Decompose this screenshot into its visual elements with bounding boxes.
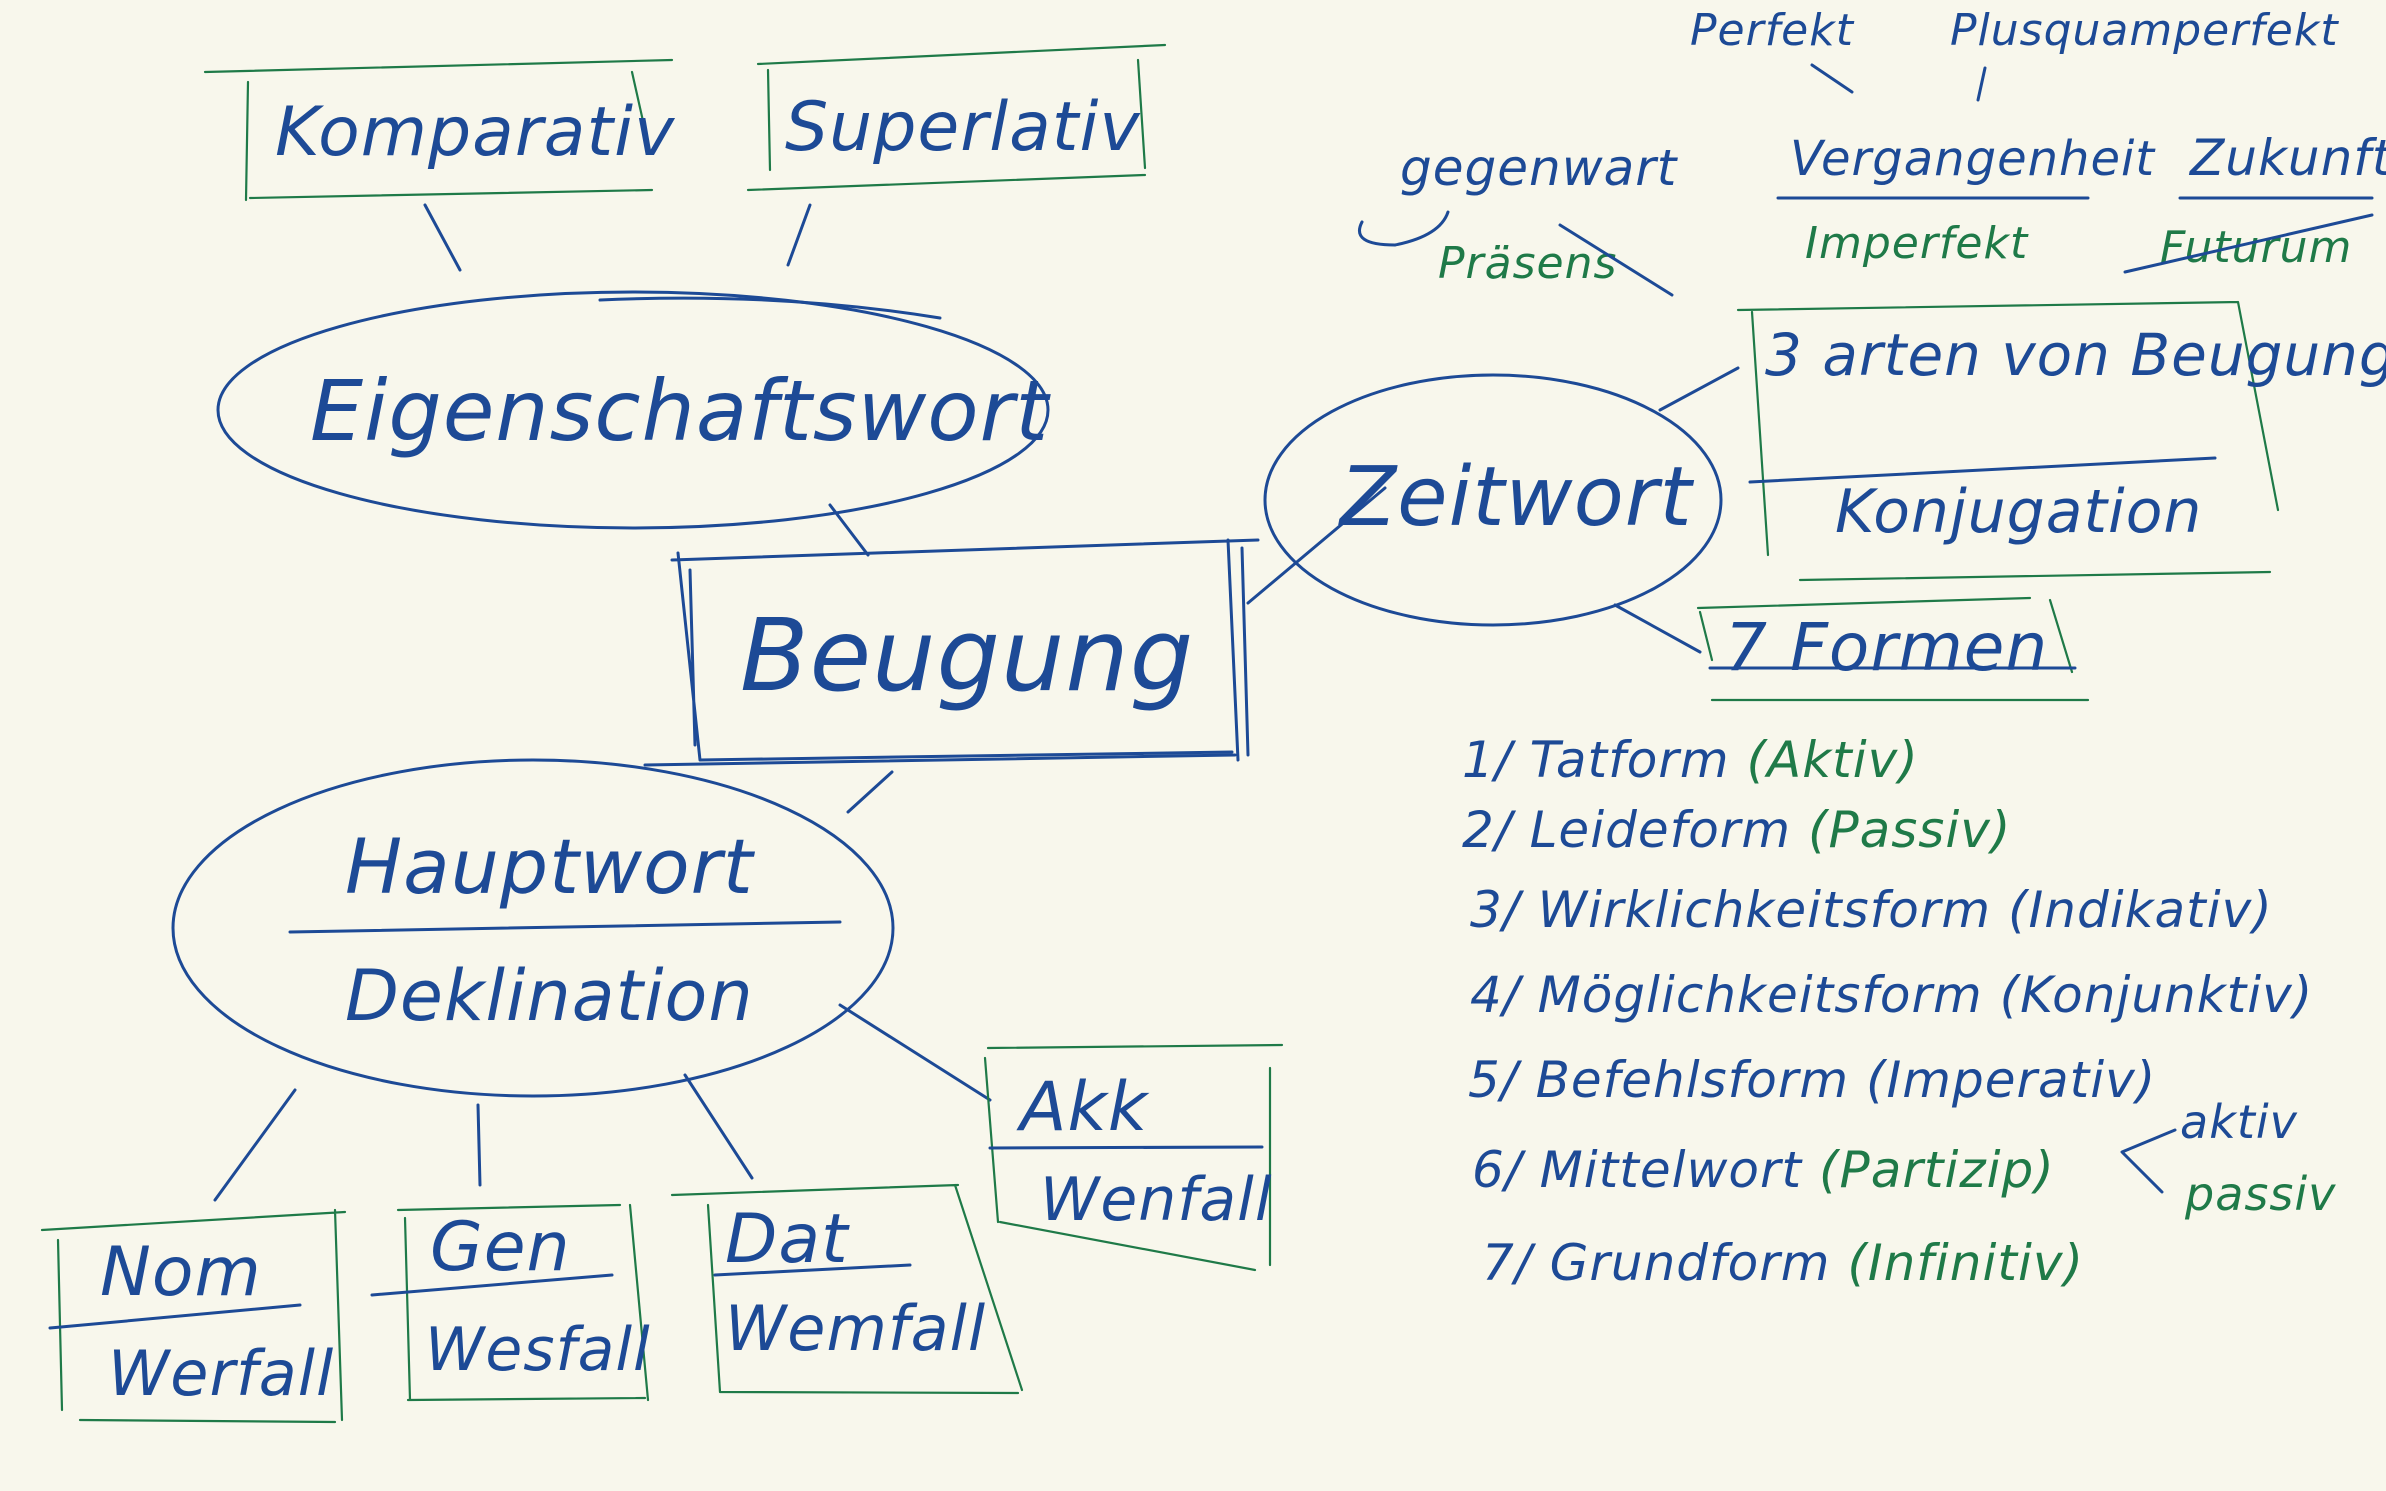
superlativ-connector [786,203,812,267]
hauptwort-label: Hauptwort [345,822,756,911]
case-akk-box: Akk Wenfall [983,1043,1284,1272]
tense-zukunft: Zukunft [2188,129,2386,187]
eigenschaftswort-label: Eigenschaftswort [310,362,1051,460]
beugung-zeitwort-connector [1246,486,1387,605]
partizip-aktiv: aktiv [2180,1095,2298,1149]
tenses: Perfekt Plusquamperfekt gegenwart Präsen… [1358,5,2386,297]
form-3: 3/ Wirklichkeitsform (Indikativ) [1470,881,2273,939]
superlativ-label: Superlativ [785,88,1141,167]
gegenwart-slash [1558,223,1674,297]
case-gen-box: Gen Wesfall [370,1203,651,1402]
form-2: 2/ Leideform (Passiv) [1462,801,2011,859]
beugung-node: Beugung [643,538,1260,767]
case-gen-abbr: Gen [430,1208,571,1287]
case-dat-name: Wemfall [725,1292,986,1365]
form-1: 1/ Tatform (Aktiv) [1462,731,1919,789]
zeitwort-arten-connector [1658,366,1740,412]
case-dat-box: Dat Wemfall [670,1183,1024,1395]
case-gen-name: Wesfall [425,1315,651,1385]
case-nom-box: Nom Werfall [40,1208,347,1424]
form-6: 6/ Mittelwort (Partizip) [1472,1141,2055,1199]
arten-line-1: 3 arten von Beugung [1765,321,2386,389]
tense-imperfekt: Imperfekt [1805,218,2029,269]
tense-plusquamperfekt: Plusquamperfekt [1950,5,2339,56]
akk-connector [838,1003,992,1102]
formen-list: 1/ Tatform (Aktiv) 2/ Leideform (Passiv)… [1462,731,2313,1292]
zeitwort-formen-connector [1613,603,1702,654]
partizip-passiv: passiv [2184,1167,2336,1221]
case-nom-abbr: Nom [100,1233,262,1312]
beugung-arten-label: 3 arten von Beugung [1765,321,2386,389]
formen-title: 7 Formen [1725,609,2048,686]
zukunft-slash [2123,213,2374,274]
tense-vergangenheit: Vergangenheit [1790,131,2156,187]
case-akk-abbr: Akk [1016,1068,1150,1147]
beugung-arten-box: 3 arten von Beugung Konjugation [1736,300,2386,582]
case-dat-abbr: Dat [725,1200,850,1279]
form-4: 4/ Möglichkeitsform (Konjunktiv) [1470,966,2313,1024]
superlativ-box: Superlativ [746,43,1167,192]
dat-connector [683,1073,754,1180]
tense-praesens: Präsens [1438,238,1617,289]
gegenwart-underline [1358,210,1450,247]
nom-connector [213,1088,297,1202]
zeitwort-node: Zeitwort [1263,373,1723,627]
case-nom-name: Werfall [108,1337,334,1410]
plusquamperfekt-connector [1976,66,1987,102]
gen-connector [476,1103,482,1187]
tense-futurum: Futurum [2160,222,2352,273]
komparativ-label: Komparativ [275,93,676,172]
beugung-label: Beugung [740,597,1194,714]
form-5: 5/ Befehlsform (Imperativ) [1468,1051,2156,1109]
zeitwort-label: Zeitwort [1338,450,1695,545]
komparativ-connector [423,203,462,272]
formen-box: 7 Formen [1696,596,2090,702]
case-akk-name: Wenfall [1040,1165,1273,1235]
tense-perfekt: Perfekt [1690,5,1855,56]
komparativ-box: Komparativ [203,58,676,202]
eigenschaftswort-node: Eigenschaftswort [216,290,1051,530]
eigenschaftswort-connector [828,503,870,557]
form-7: 7/ Grundform (Infinitiv) [1482,1234,2084,1292]
perfekt-connector [1810,63,1854,94]
partizip-branches: aktiv passiv [2120,1095,2336,1221]
deklination-label: Deklination [345,955,754,1037]
tense-gegenwart: gegenwart [1400,139,1679,197]
beugung-hauptwort-connector [846,770,894,814]
hauptwort-node: Hauptwort Deklination [171,758,895,1098]
konjugation-label: Konjugation [1835,477,2202,547]
